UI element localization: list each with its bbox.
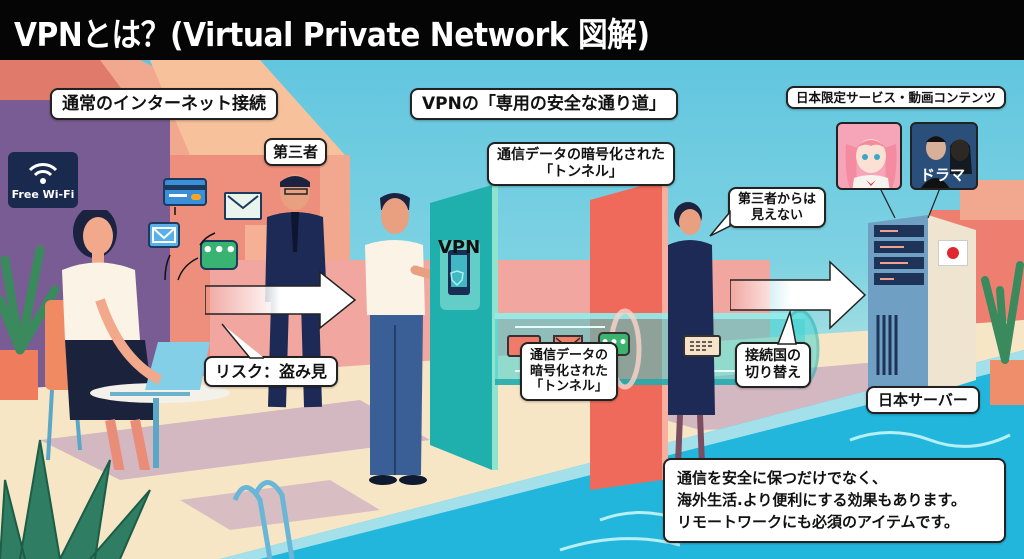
heading-normal-connection: 通常のインターネット接続 xyxy=(50,88,278,121)
label-japan-server: 日本サーバー xyxy=(866,386,980,414)
label-invisible-to-third-party: 第三者からは 見えない xyxy=(728,187,827,229)
bubble-tail xyxy=(776,310,797,345)
wifi-icon xyxy=(28,163,58,184)
title-bar: VPNとは？(Virtual Private Network 図解) xyxy=(0,0,1024,60)
shield-icon xyxy=(450,270,464,286)
vpn-gateway-panel xyxy=(430,185,498,470)
illustration-scene: Free Wi-Fi xyxy=(0,60,1024,559)
envelope-icon xyxy=(224,192,262,220)
third-party-man xyxy=(265,174,327,408)
bubble-tail xyxy=(709,210,731,237)
free-wifi-sign: Free Wi-Fi xyxy=(8,152,78,208)
data-flow-arrows xyxy=(164,207,216,281)
label-third-party: 第三者 xyxy=(264,138,328,166)
connection-arrow-unsecured xyxy=(205,270,357,330)
chat-bubble-icon: ••• xyxy=(200,240,238,270)
woman-with-laptop xyxy=(45,210,230,470)
third-party-woman xyxy=(668,202,715,466)
summary-text-box: 通信を安全に保つだけでなく、 海外生活.より便利にする効果もあります。 リモート… xyxy=(663,458,1006,544)
label-tunnel-bottom: 通信データの 暗号化された 「トンネル」 xyxy=(520,342,619,401)
vpn-label: VPN xyxy=(438,237,481,258)
label-country-switch: 接続国の 切り替え xyxy=(735,342,811,388)
page-title: VPNとは？(Virtual Private Network 図解) xyxy=(14,15,650,54)
man-using-vpn xyxy=(365,193,455,485)
heading-vpn-secure-path: VPNの「専用の安全な通り道」 xyxy=(410,88,678,121)
encrypted-data-icon xyxy=(683,335,721,357)
envelope-icon xyxy=(148,222,180,248)
japan-flag-icon xyxy=(938,240,968,266)
anime-content-tile[interactable] xyxy=(836,122,902,190)
label-risk-snooping: リスク：盗み見 xyxy=(204,356,339,388)
drama-content-tile[interactable]: ドラマ xyxy=(910,122,978,190)
label-tunnel-top: 通信データの暗号化された 「トンネル」 xyxy=(487,142,675,186)
connection-arrow-secured xyxy=(730,260,867,330)
heading-japan-content: 日本限定サービス・動画コンテンツ xyxy=(786,86,1007,109)
bubble-tail xyxy=(221,323,264,359)
credit-card-icon xyxy=(163,178,207,206)
content-connector-lines xyxy=(880,188,941,219)
